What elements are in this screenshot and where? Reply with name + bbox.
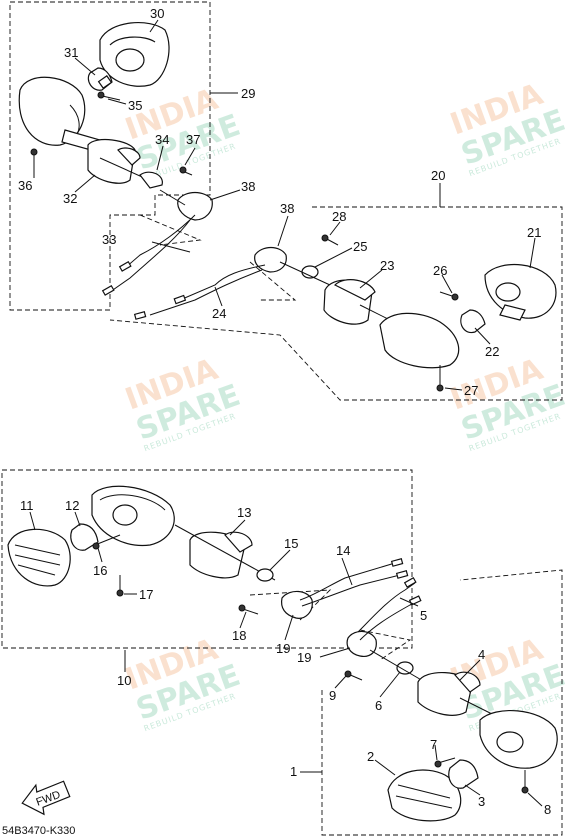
callout-26: 26 [433, 263, 447, 278]
flasher-body-13 [189, 531, 246, 579]
callout-25: 25 [353, 239, 367, 254]
flasher-assembly-10 [7, 485, 409, 619]
callout-16: 16 [93, 563, 107, 578]
assembly-box-1 [321, 569, 563, 836]
assembly-box-20 [109, 206, 563, 401]
callout-33: 33 [102, 232, 116, 247]
callout-15: 15 [284, 536, 298, 551]
callout-28: 28 [332, 209, 346, 224]
callout-labels: 30 31 35 29 34 37 36 32 38 20 38 28 21 3… [18, 6, 551, 817]
wire-harness-14 [299, 562, 396, 601]
wire-harness-24 [179, 264, 266, 301]
callout-21: 21 [527, 225, 541, 240]
callout-24: 24 [212, 306, 226, 321]
flasher-lens-2 [387, 769, 462, 822]
callout-23: 23 [380, 258, 394, 273]
callout-3: 3 [478, 794, 485, 809]
forward-arrow: FWD [21, 780, 71, 816]
flasher-assembly-29 [18, 21, 213, 296]
bulb-22 [460, 309, 486, 334]
callout-31: 31 [64, 45, 78, 60]
callout-13: 13 [237, 505, 251, 520]
callout-18: 18 [232, 628, 246, 643]
callout-4: 4 [478, 647, 485, 662]
callout-12: 12 [65, 498, 79, 513]
flasher-body-4 [417, 671, 473, 716]
callout-37: 37 [186, 132, 200, 147]
callout-19: 19 [276, 641, 290, 656]
callout-17: 17 [139, 587, 153, 602]
callout-11: 11 [20, 498, 34, 513]
grommet-19-right [346, 630, 377, 657]
callout-19-right: 19 [297, 650, 311, 665]
flasher-lens-11 [7, 528, 71, 587]
washer-15 [256, 568, 274, 582]
callout-14: 14 [336, 543, 350, 558]
callout-35: 35 [128, 98, 142, 113]
diagram-code: 54B3470-K330 [2, 825, 75, 837]
grommet-38 [177, 191, 213, 221]
watermark: INDIA SPARE REBUILD TOGETHER INDIA SPARE… [121, 77, 565, 734]
grommet-19 [280, 590, 313, 619]
callout-27: 27 [464, 383, 478, 398]
assembly-box-10 [1, 469, 413, 649]
leader-lines [29, 19, 543, 807]
assembly-box-29 [9, 1, 211, 311]
bulb-12 [70, 523, 99, 551]
callout-30: 30 [150, 6, 164, 21]
wire-harness-5 [359, 599, 421, 641]
callout-1: 1 [290, 764, 297, 779]
flasher-lens [18, 76, 86, 146]
callout-10: 10 [117, 673, 131, 688]
callout-38-right: 38 [280, 201, 294, 216]
callout-6: 6 [375, 698, 382, 713]
flasher-assembly-20 [133, 234, 557, 392]
callout-9: 9 [329, 688, 336, 703]
flasher-lens-right [379, 312, 460, 369]
callout-32: 32 [63, 191, 77, 206]
washer-6 [396, 661, 414, 675]
callout-2: 2 [367, 749, 374, 764]
callout-29: 29 [241, 86, 255, 101]
callout-34: 34 [155, 132, 169, 147]
flasher-assembly-1 [344, 576, 558, 822]
callout-8: 8 [544, 802, 551, 817]
callout-5: 5 [420, 608, 427, 623]
callout-38: 38 [241, 179, 255, 194]
callout-36: 36 [18, 178, 32, 193]
callout-22: 22 [485, 344, 499, 359]
bulb-3 [448, 759, 479, 789]
grommet-38-right [254, 246, 287, 273]
callout-20: 20 [431, 168, 445, 183]
callout-7: 7 [430, 737, 437, 752]
